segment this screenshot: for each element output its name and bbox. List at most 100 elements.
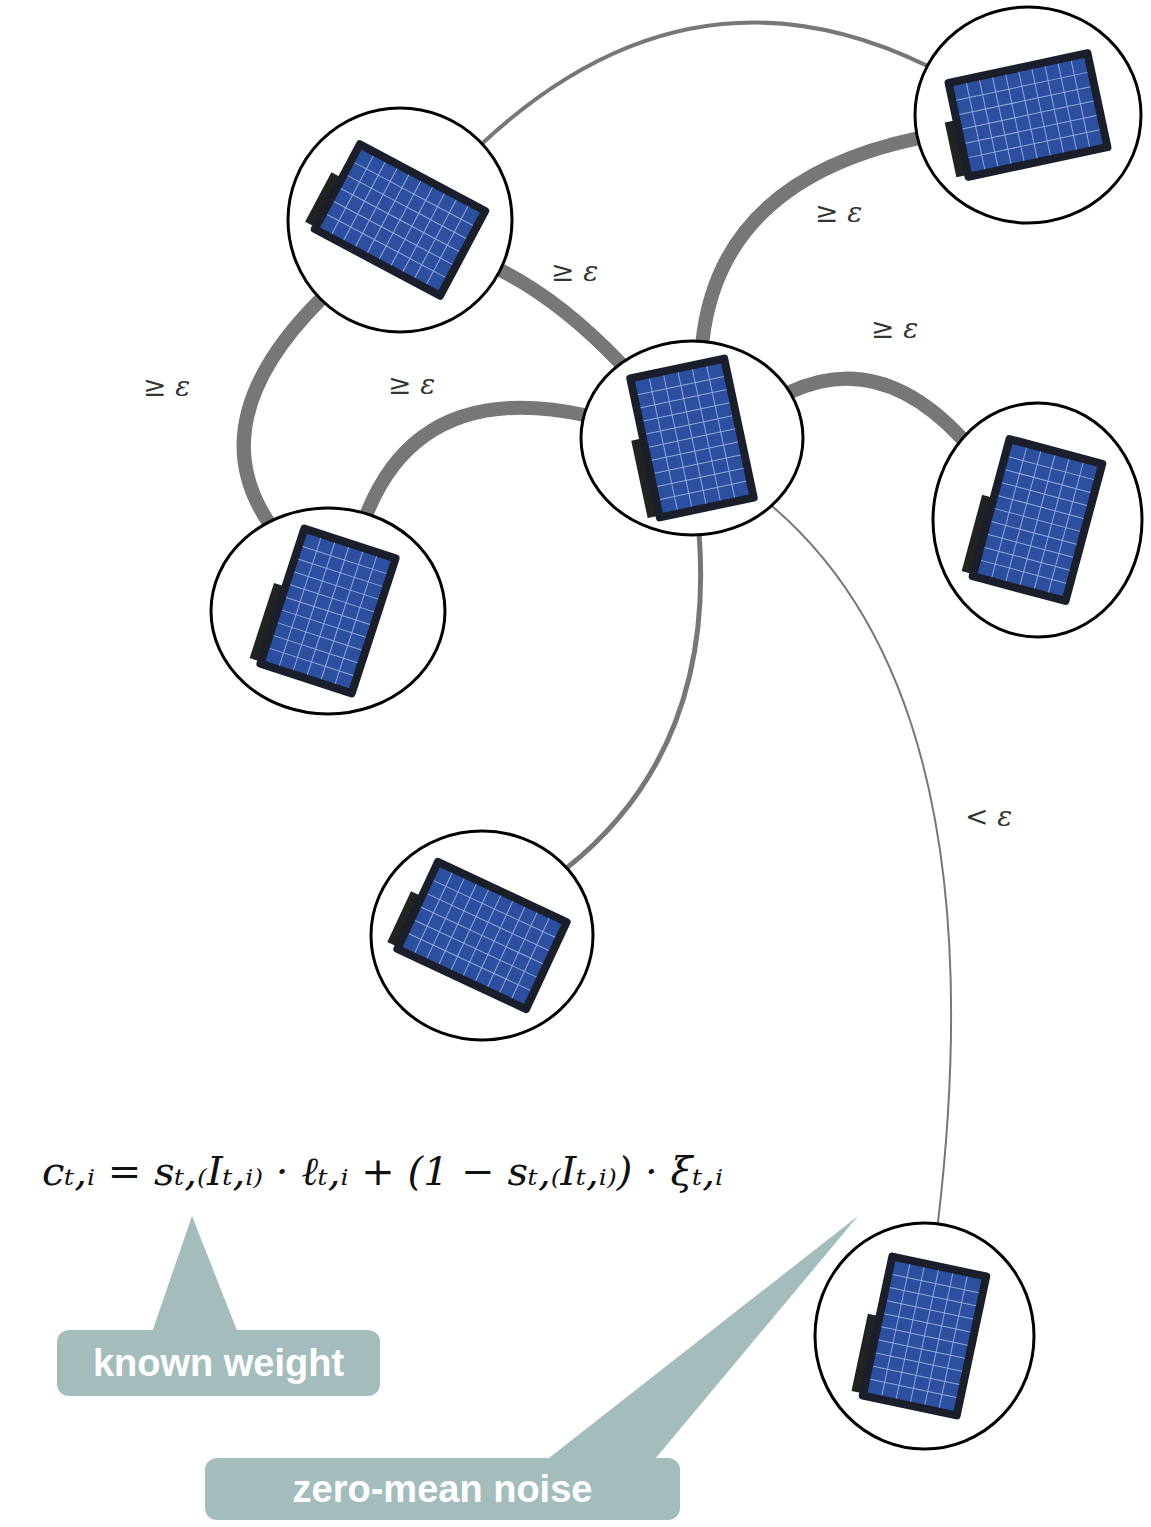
graph-edge	[702, 138, 917, 341]
panel-grid	[434, 881, 555, 938]
panel-illustration	[930, 400, 1145, 640]
panel-grid	[327, 214, 445, 277]
panel-grid	[299, 559, 383, 586]
panel-cells	[403, 867, 562, 1003]
solar-panel-node	[930, 400, 1145, 640]
panel-grid	[988, 534, 1073, 557]
panel-grid	[303, 546, 387, 573]
graph-edge	[367, 408, 584, 514]
panel-grid	[348, 176, 466, 239]
panel-grid	[966, 115, 1097, 143]
panel-grid	[893, 1274, 979, 1292]
panel-illustration	[812, 1220, 1037, 1452]
panel-illustration	[368, 828, 596, 1043]
panel-grid	[881, 1327, 967, 1345]
panel-grid	[278, 623, 362, 650]
panel-frame	[309, 139, 490, 301]
panel-grid	[962, 101, 1093, 129]
graph-edge	[244, 299, 321, 522]
graph-edge	[790, 379, 962, 439]
solar-panel	[302, 135, 490, 301]
panel-illustration	[578, 338, 806, 538]
callout-text: known weight	[93, 1342, 344, 1385]
panel-grid	[341, 189, 459, 252]
panel-grid	[638, 376, 724, 394]
panel-grid	[274, 636, 358, 663]
panel-grid	[355, 163, 473, 226]
panel-grid	[870, 1379, 956, 1397]
panel-grid	[1002, 483, 1087, 506]
panel-cells	[868, 1261, 982, 1410]
panel-grid	[646, 416, 732, 434]
panel-grid	[657, 468, 743, 486]
graph-edge	[772, 506, 952, 1224]
panel-frame	[944, 49, 1112, 182]
panel-cells	[320, 150, 480, 291]
panel-grid	[270, 648, 354, 675]
panel-grid	[286, 597, 370, 624]
panel-grid	[655, 455, 741, 473]
edge-label: ≥ ε	[548, 255, 601, 288]
panel-grid	[427, 894, 548, 951]
panel-grid	[981, 560, 1066, 583]
graph-edge	[482, 22, 927, 143]
panel-grid	[884, 1314, 970, 1332]
panel-grid	[415, 920, 536, 977]
panel-grid	[879, 1340, 965, 1358]
node-outline	[933, 403, 1142, 637]
solar-panel-node	[208, 505, 448, 717]
panel-grid	[409, 934, 530, 991]
solar-panel	[936, 49, 1112, 184]
panel-grid	[649, 429, 735, 447]
panel-grid	[1009, 457, 1094, 480]
edge-label: ≥ ε	[812, 196, 865, 229]
node-outline	[815, 1223, 1034, 1449]
panel-grid	[1005, 470, 1090, 493]
panel-grid	[334, 201, 452, 264]
node-outline	[371, 831, 593, 1040]
panel-grid	[998, 496, 1083, 519]
node-outline	[581, 341, 803, 535]
panel-grid	[290, 585, 374, 612]
solar-panel-node	[812, 1220, 1037, 1452]
graph-edge	[567, 535, 701, 868]
solar-panel	[385, 853, 572, 1014]
panel-frame	[968, 434, 1107, 606]
edge-label: ≥ ε	[385, 368, 438, 401]
solar-panel-node	[285, 105, 515, 335]
callout-pointer	[540, 1216, 858, 1465]
callout-box: zero-mean noise	[205, 1458, 680, 1520]
panel-grid	[652, 442, 738, 460]
panel-grid	[421, 907, 542, 964]
panel-frame	[626, 354, 759, 522]
panel-frame	[858, 1252, 991, 1420]
panel-grid	[660, 481, 746, 499]
node-outline	[915, 7, 1141, 223]
panel-grid	[956, 72, 1087, 100]
edge-label: ≥ ε	[140, 370, 193, 403]
panel-cells	[953, 58, 1102, 172]
solar-panel-node	[578, 338, 806, 538]
callout-text: zero-mean noise	[293, 1468, 593, 1511]
panel-illustration	[285, 105, 515, 335]
panel-grid	[985, 547, 1070, 570]
callout-box: known weight	[57, 1330, 380, 1396]
panel-cells	[265, 534, 390, 689]
panel-grid	[282, 610, 366, 637]
solar-panel	[960, 432, 1107, 606]
panel-frame	[392, 857, 572, 1015]
panel-grid	[887, 1301, 973, 1319]
callout-pointer	[150, 1216, 240, 1338]
panel-illustration	[912, 4, 1144, 226]
edge-label: ≥ ε	[868, 312, 921, 345]
panel-illustration	[208, 505, 448, 717]
edge-label: < ε	[962, 800, 1015, 833]
panel-grid	[641, 390, 727, 408]
panel-grid	[890, 1288, 976, 1306]
solar-panel	[248, 521, 401, 698]
panel-grid	[995, 509, 1080, 532]
panel-grid	[876, 1353, 962, 1371]
panel-grid	[992, 522, 1077, 545]
panel-grid	[294, 572, 378, 599]
panel-cells	[635, 363, 749, 512]
